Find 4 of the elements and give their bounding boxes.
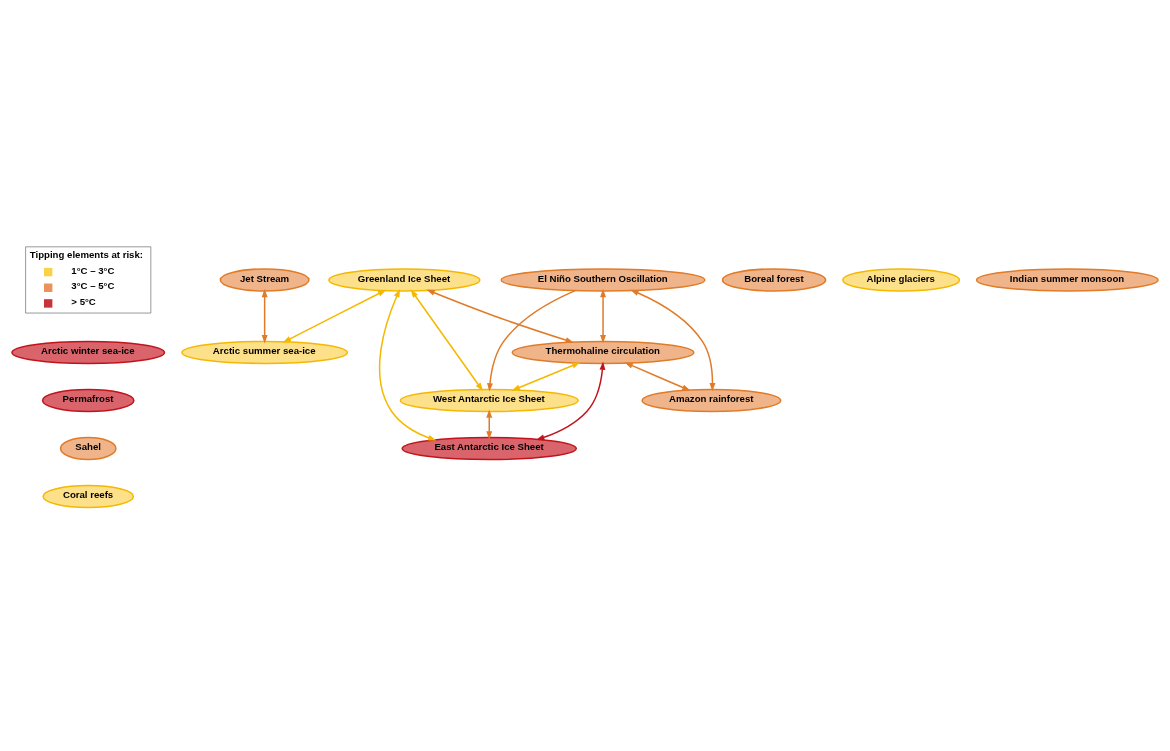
label: Tipping elements at risk:: [29, 248, 144, 260]
legend-label: 1°C – 3°C: [71, 264, 115, 276]
legend-label: > 5°C: [71, 295, 96, 307]
legend-label: 3°C – 5°C: [71, 279, 115, 291]
